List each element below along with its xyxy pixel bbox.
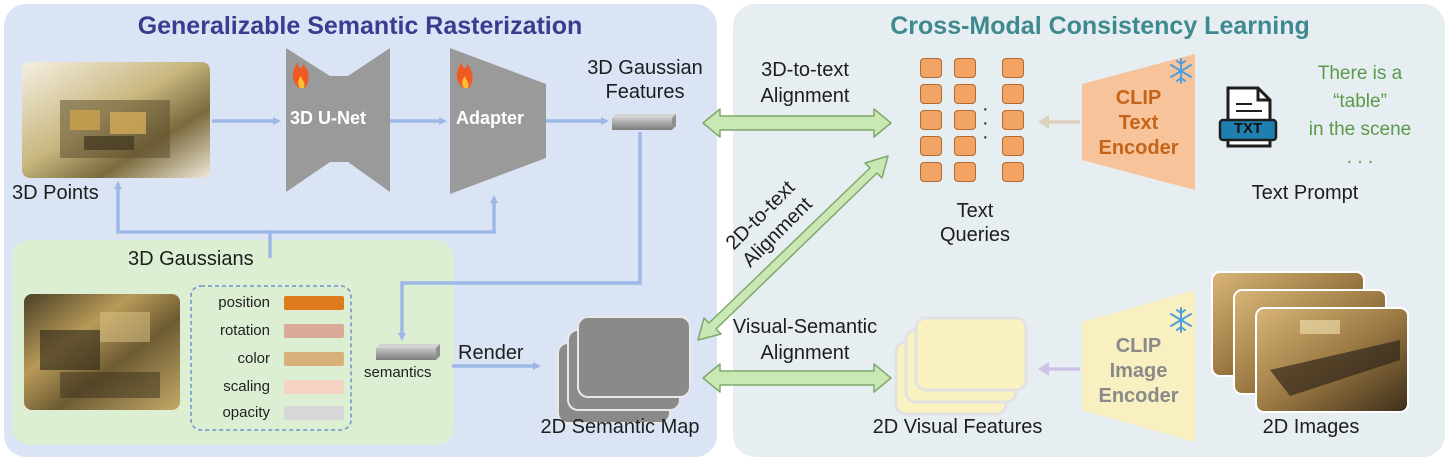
- unet-shape: [286, 48, 390, 192]
- attribute-label: position: [218, 294, 270, 311]
- visual-features-label: 2D Visual Features: [872, 416, 1043, 438]
- query-token: [1002, 162, 1024, 182]
- semantics-label: semantics: [364, 364, 432, 381]
- semantic-map-label: 2D Semantic Map: [540, 416, 700, 438]
- semantic-map-stack: [557, 316, 691, 424]
- clip-image-encoder-label: CLIP Image Encoder: [1098, 335, 1179, 407]
- adapter-label: Adapter: [456, 108, 525, 128]
- visual-semantic-label: Visual-Semantic Alignment: [732, 316, 878, 364]
- query-token: [954, 136, 976, 156]
- gaussian-features-label: 3D Gaussian Features: [587, 57, 703, 103]
- attribute-label: scaling: [223, 378, 270, 395]
- query-token: [1002, 84, 1024, 104]
- attribute-label: rotation: [219, 322, 270, 339]
- attribute-bar-rotation: [284, 324, 344, 338]
- prompt-text: There is a “table” in the scene . . .: [1308, 63, 1412, 168]
- arrow-features-to-semantics: [398, 132, 642, 341]
- query-token: [920, 162, 942, 182]
- gaussians-panel-title: 3D Gaussians: [128, 248, 254, 270]
- query-token: [920, 110, 942, 130]
- query-token: [954, 162, 976, 182]
- attribute-box: [190, 285, 352, 431]
- snowflake-icon: [1170, 58, 1192, 84]
- attribute-bar-color: [284, 352, 344, 366]
- attribute-bar-opacity: [284, 406, 344, 420]
- green-double-arrows: [697, 108, 892, 393]
- query-token: [920, 58, 942, 78]
- images-label: 2D Images: [1262, 416, 1360, 438]
- adapter-shape: [450, 48, 546, 194]
- clip-image-encoder-shape: [1082, 290, 1195, 442]
- text-queries-label: Text Queries: [939, 200, 1011, 246]
- clip-text-encoder-label: CLIP Text Encoder: [1098, 87, 1179, 159]
- alignment-3d-text-label: 3D-to-text Alignment: [760, 59, 850, 107]
- query-token: [1002, 136, 1024, 156]
- render-label: Render: [458, 342, 524, 364]
- attribute-label: opacity: [222, 404, 270, 421]
- query-token: [954, 110, 976, 130]
- attribute-bar-scaling: [284, 380, 344, 394]
- query-token: [954, 58, 976, 78]
- left-panel-title: Generalizable Semantic Rasterization: [137, 12, 583, 40]
- points-label: 3D Points: [12, 182, 99, 204]
- gaussian-attributes: position rotation color scaling opacity: [190, 286, 350, 430]
- gaussian-feature-token: [612, 114, 676, 130]
- visual-features-stack: [894, 316, 1028, 416]
- snowflake-icon: [1170, 307, 1192, 333]
- arrow-3d-to-text: [702, 108, 892, 138]
- fire-icon: [456, 62, 473, 88]
- gaussians-scene-image: [24, 294, 180, 410]
- fire-icon: [292, 62, 309, 88]
- query-token: [920, 136, 942, 156]
- query-ellipsis: ···: [982, 98, 989, 148]
- text-queries-grid: ···: [920, 58, 1032, 186]
- unet-label: 3D U-Net: [290, 108, 367, 128]
- txt-icon-label: TXT: [1233, 120, 1263, 137]
- query-token: [1002, 110, 1024, 130]
- right-panel-title: Cross-Modal Consistency Learning: [890, 12, 1310, 40]
- query-token: [920, 84, 942, 104]
- arrow-gaussians-to-adapter: [270, 195, 498, 234]
- text-prompt-label: Text Prompt: [1251, 182, 1359, 204]
- arrow-gaussians-to-points: [114, 181, 272, 258]
- attribute-label: color: [237, 350, 270, 367]
- arrow-2d-to-text: [697, 155, 889, 341]
- clip-text-encoder-shape: [1082, 54, 1195, 190]
- arrow-visual-semantic: [702, 363, 892, 393]
- blue-arrows: [114, 117, 642, 370]
- query-token: [954, 84, 976, 104]
- images-stack: [1211, 271, 1409, 413]
- semantics-token: [376, 344, 440, 360]
- points-scene-image: [22, 62, 210, 178]
- query-token: [1002, 58, 1024, 78]
- txt-file-icon: [1218, 86, 1278, 148]
- attribute-bar-position: [284, 296, 344, 310]
